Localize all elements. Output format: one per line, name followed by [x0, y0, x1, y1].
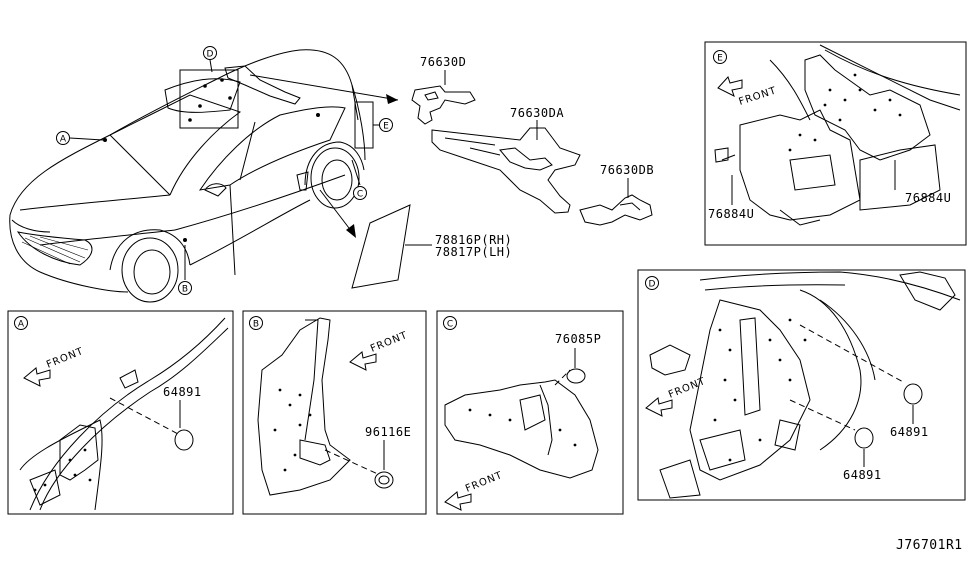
panel-a-drawing [19, 317, 229, 511]
part-76630db-drawing [579, 194, 653, 226]
part-64891-a-label: 64891 [163, 385, 202, 399]
svg-text:FRONT: FRONT [464, 470, 504, 495]
front-arrow-a: FRONT [23, 346, 85, 387]
svg-text:C: C [447, 320, 453, 330]
part-76630d-drawing [411, 85, 476, 125]
callout-d-panel: D [645, 276, 659, 290]
part-96116e-label: 96116E [365, 425, 411, 439]
panel-a [7, 310, 234, 515]
callout-b-main: B [178, 281, 192, 295]
svg-text:FRONT: FRONT [667, 376, 707, 401]
panel-d-drawing [649, 271, 961, 499]
svg-text:E: E [383, 122, 389, 132]
diagram-id: J76701R1 [896, 538, 963, 553]
part-76085p-label: 76085P [555, 332, 601, 346]
part-78816p-label: 78816P(RH) [435, 233, 512, 247]
part-64891-d1-plug [903, 383, 923, 405]
front-arrow-e: FRONT [717, 76, 779, 108]
part-64891-d2-label: 64891 [843, 468, 882, 482]
part-78816p-drawing [351, 204, 411, 289]
front-arrow-b: FRONT [349, 330, 409, 371]
svg-text:C: C [357, 190, 363, 200]
part-96116e-grommet [374, 471, 394, 489]
callout-e-panel: E [713, 50, 727, 64]
svg-text:E: E [717, 54, 723, 64]
svg-text:A: A [60, 135, 67, 145]
callout-a-panel: A [14, 316, 28, 330]
panel-b [242, 310, 427, 515]
part-78817p-label: 78817P(LH) [435, 245, 512, 259]
callout-e-main: E [379, 118, 393, 132]
svg-text:B: B [253, 320, 259, 330]
panel-c-drawing [444, 369, 599, 479]
part-64891-a-plug [174, 429, 194, 451]
part-64891-d2-plug [854, 427, 874, 449]
panel-d [637, 269, 966, 501]
panel-e-drawing [714, 44, 961, 226]
car-illustration [9, 49, 399, 303]
svg-text:FRONT: FRONT [738, 85, 779, 108]
panel-c [436, 310, 624, 515]
front-arrow-c: FRONT [444, 470, 504, 511]
part-76630d-label: 76630D [420, 55, 466, 69]
callout-a-main: A [56, 131, 70, 145]
svg-text:D: D [207, 50, 214, 60]
callout-c-panel: C [443, 316, 457, 330]
part-76085p-plug [566, 368, 586, 384]
detail-box-d [179, 69, 239, 129]
panel-e [704, 41, 967, 246]
callout-c-main: C [353, 186, 367, 200]
svg-text:D: D [649, 280, 656, 290]
part-76630da-drawing [431, 127, 581, 214]
svg-text:A: A [18, 320, 25, 330]
part-76630db-label: 76630DB [600, 163, 654, 177]
panel-b-drawing [257, 317, 381, 496]
front-arrow-d: FRONT [645, 376, 707, 417]
part-64891-d1-label: 64891 [890, 425, 929, 439]
svg-text:B: B [182, 285, 188, 295]
svg-text:FRONT: FRONT [369, 330, 409, 355]
svg-text:FRONT: FRONT [45, 346, 85, 371]
part-76630da-label: 76630DA [510, 106, 564, 120]
part-76884u-left-label: 76884U [708, 207, 754, 221]
callout-b-panel: B [249, 316, 263, 330]
part-76884u-right-label: 76884U [905, 191, 951, 205]
callout-d-main: D [203, 46, 217, 60]
